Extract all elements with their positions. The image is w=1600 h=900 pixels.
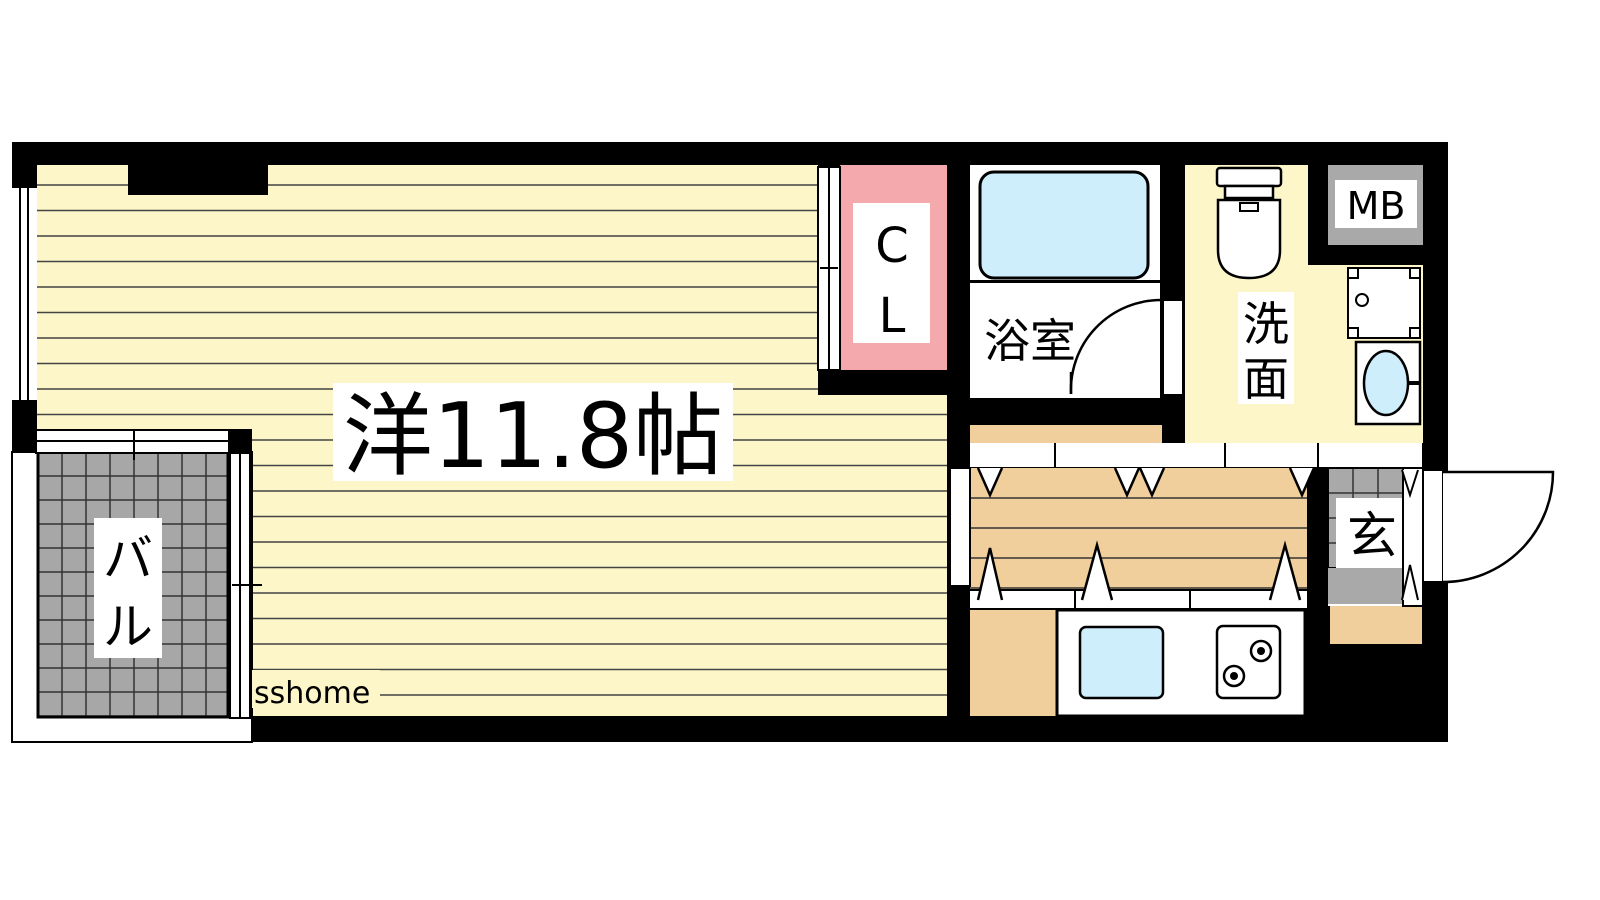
closet-label-top: C xyxy=(875,218,909,274)
balcony-label-top: バ xyxy=(103,530,153,588)
meter-box: MB xyxy=(1328,165,1423,245)
washroom-label-top: 洗 xyxy=(1243,297,1289,351)
washroom-label-bottom: 面 xyxy=(1243,352,1289,406)
main-room-label: 洋11.8帖 xyxy=(343,384,723,489)
hallway xyxy=(949,425,1422,608)
bathtub xyxy=(978,170,1150,280)
floor-lines xyxy=(37,184,947,696)
kitchen xyxy=(970,608,1307,718)
balcony-door xyxy=(35,429,262,719)
toilet xyxy=(1215,166,1283,280)
balcony-label-bottom: ル xyxy=(103,598,153,656)
bath-door xyxy=(1069,298,1162,395)
wood-floor-lines xyxy=(970,497,1307,589)
kitchen-sink xyxy=(1078,625,1165,700)
entrance: 玄 xyxy=(1327,467,1424,644)
closet: C L xyxy=(817,165,947,371)
bathroom: 浴室 xyxy=(970,165,1184,398)
washroom: 洗 面 xyxy=(1185,165,1423,443)
watermark: sshome xyxy=(254,676,370,711)
sink xyxy=(1354,340,1422,426)
mb-label: MB xyxy=(1347,184,1406,228)
stove xyxy=(1215,624,1282,700)
pillar xyxy=(128,160,268,195)
front-door xyxy=(1422,469,1555,584)
bath-label: 浴室 xyxy=(984,314,1076,368)
closet-label-bottom: L xyxy=(879,288,906,344)
washer-space xyxy=(1347,267,1421,339)
entrance-label: 玄 xyxy=(1347,507,1397,565)
balcony: バ ル xyxy=(11,450,253,743)
left-window xyxy=(12,188,37,452)
